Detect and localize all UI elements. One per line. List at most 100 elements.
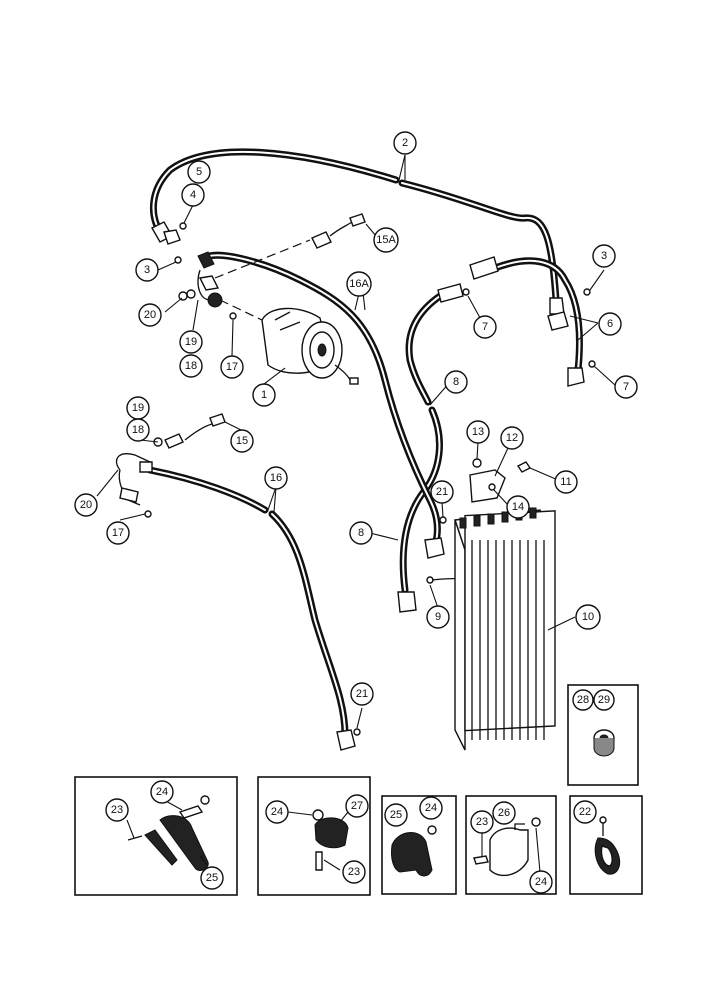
callout-4: 4 (181, 183, 205, 207)
inset-panel-28-29: 28 29 (567, 684, 639, 786)
callout-11: 11 (554, 470, 578, 494)
callout-8-bottom: 8 (349, 521, 373, 545)
svg-text:12: 12 (506, 432, 518, 444)
svg-text:20: 20 (144, 309, 156, 321)
svg-text:24: 24 (425, 802, 437, 814)
callout-21-bottom: 21 (350, 682, 374, 706)
callout-8-top: 8 (444, 370, 468, 394)
svg-text:7: 7 (623, 381, 629, 393)
callout-p3-24: 24 (419, 796, 443, 820)
manifold-fittings (174, 239, 311, 321)
hose-8-fitting-bottom (397, 591, 417, 613)
callout-p2-27: 27 (345, 794, 369, 818)
svg-text:9: 9 (435, 611, 441, 623)
fitting-4-5 (163, 222, 187, 245)
svg-text:3: 3 (601, 250, 607, 262)
hose-16 (146, 466, 356, 751)
hose-16-fitting (336, 729, 356, 751)
svg-text:15A: 15A (376, 234, 396, 246)
svg-text:10: 10 (582, 611, 594, 623)
hose-16A (201, 251, 445, 559)
svg-text:23: 23 (476, 816, 488, 828)
callout-12: 12 (500, 426, 524, 450)
svg-text:26: 26 (498, 807, 510, 819)
svg-text:7: 7 (482, 321, 488, 333)
callout-18-bottom: 18 (126, 418, 150, 442)
callout-29: 29 (593, 689, 615, 711)
callout-p2-24: 24 (265, 800, 289, 824)
svg-text:19: 19 (185, 336, 197, 348)
svg-text:27: 27 (351, 800, 363, 812)
callout-p4-23: 23 (470, 810, 494, 834)
inset-panel-clamp-27: 24 27 23 (257, 776, 371, 896)
callout-18-top: 18 (179, 354, 203, 378)
inset-panel-bracket-26: 23 26 24 (465, 795, 557, 895)
callout-15: 15 (230, 429, 254, 453)
switch-15A (311, 213, 377, 249)
callout-p4-26: 26 (492, 801, 516, 825)
svg-text:5: 5 (196, 166, 202, 178)
callout-20-top: 20 (138, 303, 162, 327)
svg-text:25: 25 (206, 872, 218, 884)
callout-p1-25: 25 (200, 866, 224, 890)
callout-19-top: 19 (179, 330, 203, 354)
callout-7-top: 7 (473, 315, 497, 339)
callout-7-right: 7 (614, 375, 638, 399)
svg-text:21: 21 (436, 486, 448, 498)
callout-10: 10 (575, 604, 601, 630)
callout-16: 16 (264, 466, 288, 490)
svg-text:16A: 16A (349, 278, 369, 290)
svg-text:24: 24 (156, 786, 168, 798)
svg-text:13: 13 (472, 426, 484, 438)
callout-6: 6 (598, 312, 622, 336)
svg-text:23: 23 (348, 866, 360, 878)
hose-16A-fitting (424, 537, 445, 559)
inset-panel-clamp-25: 23 24 25 (74, 776, 238, 896)
svg-text:19: 19 (132, 402, 144, 414)
svg-text:20: 20 (80, 499, 92, 511)
svg-text:15: 15 (236, 435, 248, 447)
svg-text:2: 2 (402, 137, 408, 149)
svg-text:14: 14 (512, 501, 524, 513)
inset-panel-strap-22: 22 (569, 795, 643, 895)
callout-17-bottom: 17 (106, 521, 130, 545)
callout-1: 1 (252, 383, 276, 407)
compressor (261, 307, 359, 385)
callout-17-top: 17 (220, 355, 244, 379)
callout-p3-25: 25 (384, 803, 408, 827)
callout-13: 13 (466, 420, 490, 444)
svg-text:24: 24 (271, 806, 283, 818)
svg-text:11: 11 (560, 476, 571, 488)
callout-28: 28 (572, 689, 594, 711)
inset-panel-clamp-25-small: 25 24 (381, 795, 457, 895)
hose-2 (149, 148, 565, 315)
callout-9: 9 (426, 605, 450, 629)
svg-text:1: 1 (261, 389, 267, 401)
bracket-assembly (469, 458, 532, 503)
callout-20-bottom: 20 (74, 493, 98, 517)
callout-2: 2 (393, 131, 417, 155)
callout-p4-24: 24 (529, 870, 553, 894)
condenser (454, 507, 556, 751)
svg-text:18: 18 (132, 424, 144, 436)
svg-text:21: 21 (356, 688, 368, 700)
callout-p5-22: 22 (573, 800, 597, 824)
callout-16A: 16A (346, 271, 372, 297)
svg-text:8: 8 (453, 376, 459, 388)
callout-21-top: 21 (430, 480, 454, 504)
hose-2-fitting-right (549, 297, 565, 315)
svg-text:18: 18 (185, 360, 197, 372)
svg-text:28: 28 (577, 694, 589, 706)
svg-text:4: 4 (190, 189, 196, 201)
callout-14: 14 (506, 495, 530, 519)
callout-3-left: 3 (135, 258, 159, 282)
svg-text:3: 3 (144, 264, 150, 276)
svg-text:29: 29 (598, 694, 610, 706)
callout-15A: 15A (373, 227, 399, 253)
callout-19-bottom: 19 (126, 396, 150, 420)
hose-6 (469, 256, 585, 387)
callout-p1-24: 24 (150, 780, 174, 804)
hose-6-fitting-mid (547, 311, 569, 331)
callout-3-right: 3 (592, 244, 616, 268)
